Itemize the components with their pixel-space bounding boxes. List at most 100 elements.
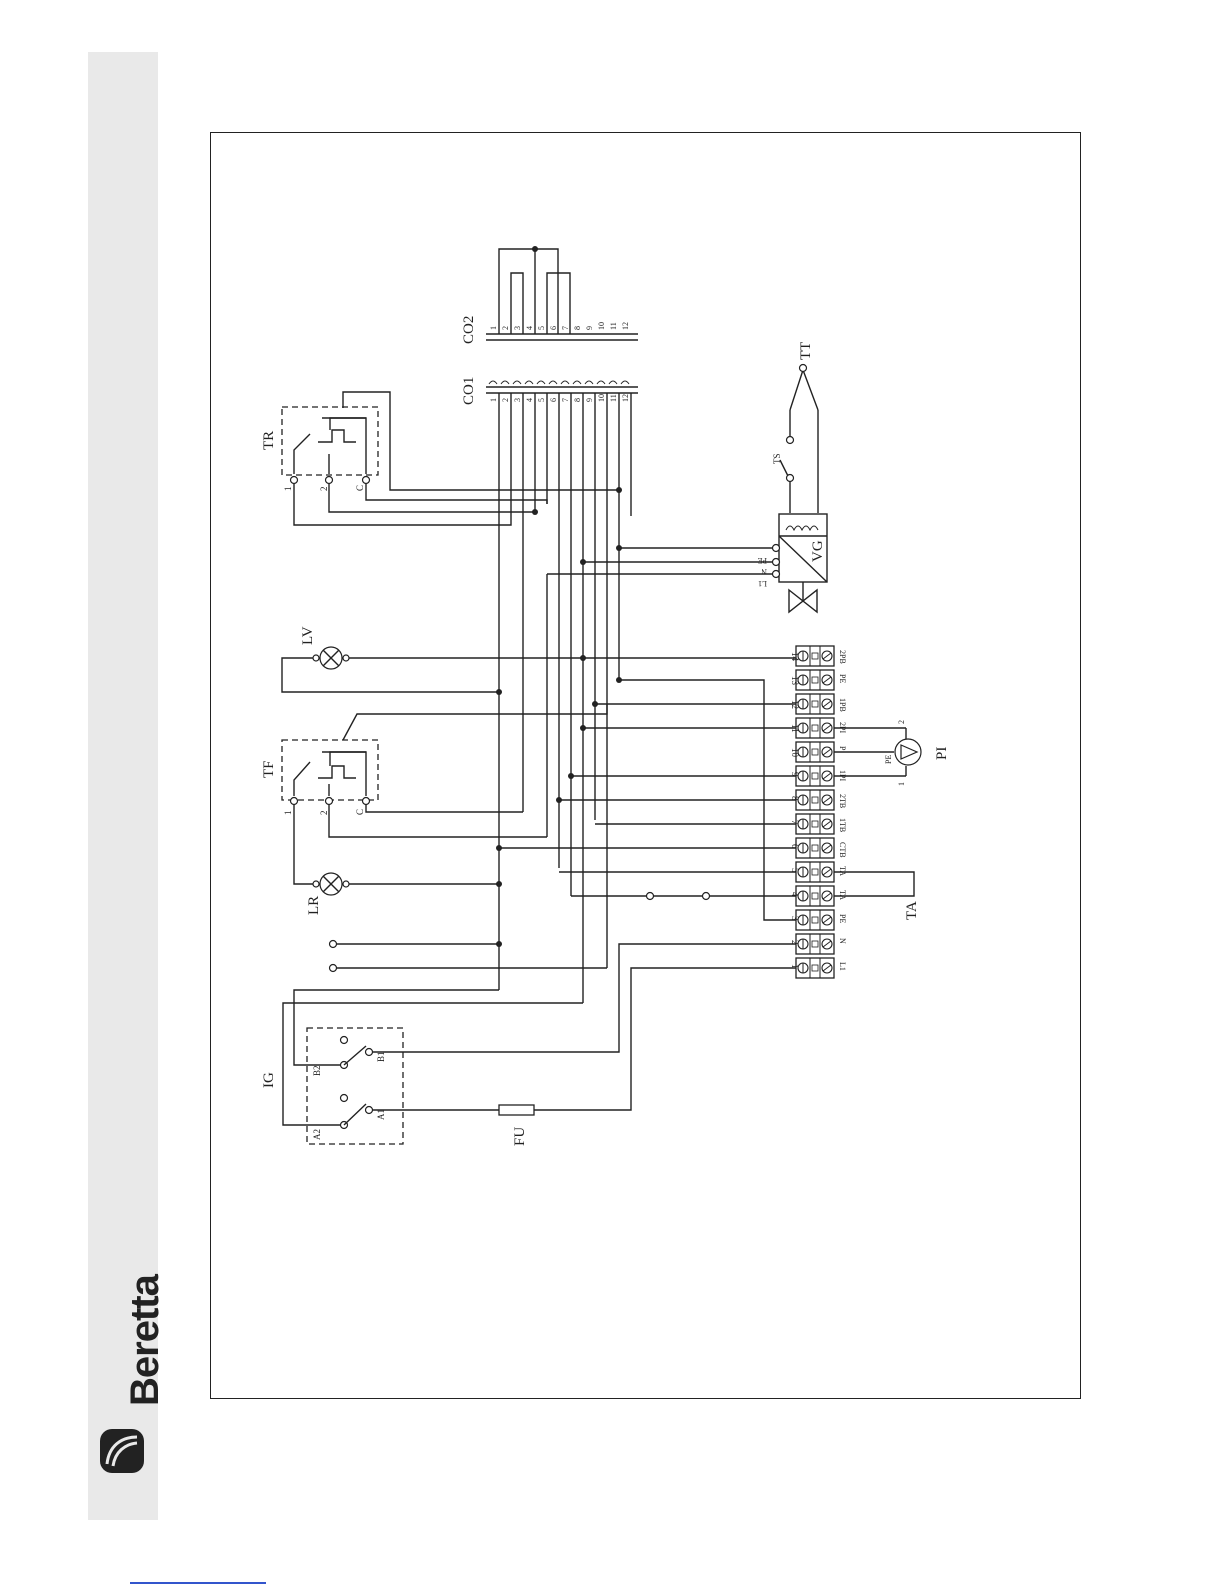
terminal-code: PE xyxy=(838,674,847,683)
co1-pin-1: 1 xyxy=(489,398,498,402)
terminal-number: 11 xyxy=(790,724,800,733)
terminal-number: 4 xyxy=(790,892,800,897)
gas-valve-vg xyxy=(773,514,828,612)
terminal-14: 14 2PB xyxy=(790,646,847,666)
thermostat-tr xyxy=(282,407,378,484)
terminal-number: 5 xyxy=(790,868,800,873)
co2-pin-6: 6 xyxy=(549,326,558,330)
pump-pin-2: 2 xyxy=(897,720,906,724)
terminal-5: 5 TA xyxy=(790,862,847,882)
terminal-number: 1 xyxy=(790,964,800,969)
co1-pin-6: 6 xyxy=(549,398,558,402)
label-vg: VG xyxy=(810,540,826,562)
co1-pin-8: 8 xyxy=(573,398,582,402)
co2-pin-7: 7 xyxy=(561,326,570,330)
co1-pin-12: 12 xyxy=(621,394,630,402)
vg-pin-n: N xyxy=(761,567,767,576)
terminal-number: 10 xyxy=(790,748,800,758)
terminal-number: 3 xyxy=(790,916,800,921)
co1-pin-7: 7 xyxy=(561,398,570,402)
terminal-code: 1TB xyxy=(838,818,847,832)
terminal-number: 7 xyxy=(790,820,800,825)
tf-terminal-2: 2 xyxy=(319,811,329,816)
thermostat-tf xyxy=(282,740,378,805)
terminal-code: N xyxy=(838,938,847,944)
terminal-6: 6 CTB xyxy=(790,838,847,858)
tf-terminal-c: C xyxy=(355,809,365,815)
tr-terminal-1: 1 xyxy=(283,487,293,492)
terminal-code: TA xyxy=(838,890,847,900)
co2-pin-10: 10 xyxy=(597,322,606,330)
ig-terminal-a2: A2 xyxy=(312,1129,322,1140)
terminal-number: 14 xyxy=(790,652,800,662)
co2-pin-11: 11 xyxy=(609,322,618,330)
label-tr: TR xyxy=(261,431,277,450)
terminal-code: L1 xyxy=(838,962,847,971)
co2-pin-5: 5 xyxy=(537,326,546,330)
terminal-11: 11 2PI xyxy=(790,718,847,738)
terminal-number: 13 xyxy=(790,676,800,686)
terminal-number: 8 xyxy=(790,796,800,801)
co1-pin-11: 11 xyxy=(609,394,618,402)
terminal-code: 1PB xyxy=(838,698,847,712)
label-lr: LR xyxy=(306,896,322,915)
terminal-7: 7 1TB xyxy=(790,814,847,834)
co2-pin-9: 9 xyxy=(585,326,594,330)
ig-terminal-b2: B2 xyxy=(312,1065,322,1076)
co1-pin-2: 2 xyxy=(501,398,510,402)
terminal-code: TA xyxy=(838,866,847,876)
ig-terminal-a1: A1 xyxy=(376,1109,386,1120)
tr-terminal-c: C xyxy=(355,485,365,491)
safety-thermostat-ts-node xyxy=(787,475,794,482)
co1-pin-4: 4 xyxy=(525,398,534,402)
terminal-12: 12 1PB xyxy=(790,694,847,714)
terminal-8: 8 2TB xyxy=(790,790,847,810)
label-fu: FU xyxy=(512,1127,528,1146)
co2-pin-8: 8 xyxy=(573,326,582,330)
co1-pin-5: 5 xyxy=(537,398,546,402)
terminal-1: 1 L1 xyxy=(790,958,847,978)
terminal-3: 3 PE xyxy=(790,910,847,930)
co2-pin-2: 2 xyxy=(501,326,510,330)
terminal-number: 12 xyxy=(790,700,800,709)
terminal-code: 1PI xyxy=(838,770,847,781)
terminal-code: P xyxy=(838,746,847,751)
vg-pin-pe: PE xyxy=(758,556,767,565)
co1-pin-9: 9 xyxy=(585,398,594,402)
lamp-lr-icon xyxy=(313,873,349,895)
tr-terminal-2: 2 xyxy=(319,487,329,492)
terminal-number: 2 xyxy=(790,940,800,945)
label-tt: TT xyxy=(798,342,814,360)
label-tf: TF xyxy=(261,760,277,778)
footer-link[interactable] xyxy=(130,1582,266,1584)
pump-pin-1: 1 xyxy=(897,782,906,786)
co2-pin-3: 3 xyxy=(513,326,522,330)
terminal-code: 2PI xyxy=(838,722,847,733)
fuse-fu-icon xyxy=(499,1105,534,1115)
thermocouple-tt-node xyxy=(800,365,807,372)
vg-pin-l1: L1 xyxy=(758,579,767,588)
tf-terminal-1: 1 xyxy=(283,811,293,816)
terminal-code: CTB xyxy=(838,842,847,858)
terminal-code: 2TB xyxy=(838,794,847,808)
label-co2: CO2 xyxy=(461,316,477,344)
terminal-number: 6 xyxy=(790,844,800,849)
main-switch-ig xyxy=(307,1028,403,1144)
co2-pin-1: 1 xyxy=(489,326,498,330)
co1-pin-3: 3 xyxy=(513,398,522,402)
co1-pin-10: 10 xyxy=(597,394,606,402)
ig-terminal-b1: B1 xyxy=(376,1051,386,1062)
co2-pin-12: 12 xyxy=(621,322,630,330)
terminal-4: 4 TA xyxy=(790,886,847,906)
terminal-code: 2PB xyxy=(838,650,847,664)
label-ig: IG xyxy=(261,1072,277,1088)
terminal-13: 13 PE xyxy=(790,670,847,690)
label-ta: TA xyxy=(904,901,920,920)
co2-pin-4: 4 xyxy=(525,326,534,330)
terminal-code: PE xyxy=(838,914,847,923)
